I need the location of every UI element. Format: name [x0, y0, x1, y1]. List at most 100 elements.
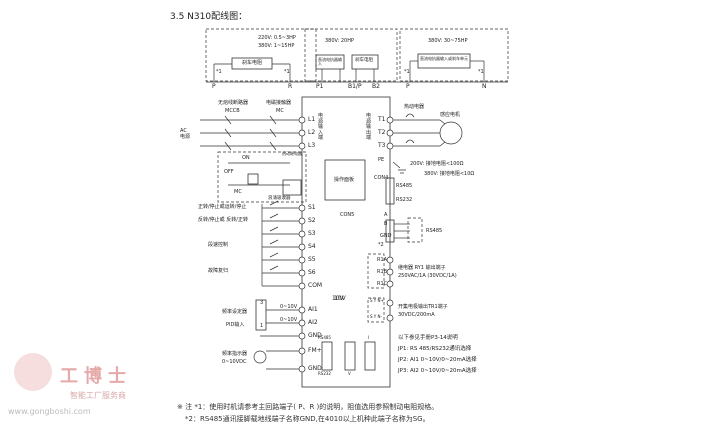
- oc-label: 开集电极输出TR1端子: [398, 304, 448, 310]
- pin-b2: B2: [372, 83, 380, 90]
- rs485-gnd: GND: [380, 233, 392, 239]
- power-output-label: 电源输出端: [366, 113, 372, 141]
- pin-p: P: [212, 83, 216, 90]
- ground-380v: 380V: 接地电阻<10Ω: [424, 171, 475, 177]
- freq-setter-label: 频率设定器: [222, 309, 248, 315]
- pe-label: PE: [378, 157, 385, 163]
- freq-meter-label: 频率指示器: [222, 351, 248, 357]
- jp-rs232: RS232: [318, 371, 331, 376]
- pin-n: N: [482, 83, 487, 90]
- jp-title: 以下参见手册P3-14说明: [398, 335, 458, 341]
- watermark-sub: 智能工厂服务商: [70, 391, 126, 400]
- thermal-relay-left: 热动继电器: [282, 151, 302, 156]
- input-terminals: [298, 116, 306, 150]
- relay-terminals: [386, 256, 394, 288]
- term-t1: T1: [378, 116, 386, 123]
- relay-rating: 250VAC/1A (30VDC/1A): [398, 273, 457, 279]
- term-10v: 10V: [332, 295, 344, 302]
- box1-note-left: *1: [216, 69, 222, 75]
- box3-spec1: 380V: 30~75HP: [428, 38, 468, 44]
- note-1: ※ 注 *1：使用时机请参考主回路端子( P、R )的说明，阻值选用参照制动电阻…: [177, 403, 439, 411]
- term-gnd2: GND: [308, 365, 322, 372]
- freq-meter-range: 0~10VDC: [222, 359, 247, 365]
- term-s3: S3: [308, 230, 316, 237]
- motor-label: 感应电机: [440, 112, 461, 118]
- note-2: *2：RS485通讯接脚载地线端子名称GND,在4010以上机种此端子名称为SG…: [185, 415, 430, 423]
- jp3-desc: JP3: AI2 0~10V/0~20mA选择: [398, 368, 477, 374]
- term-ai1: AI1: [308, 306, 318, 313]
- on-label: ON: [242, 155, 250, 161]
- ground-200v: 200V: 接地电阻<100Ω: [410, 161, 464, 167]
- box3-note-left: *1: [404, 69, 410, 75]
- term-r1a: R1A: [377, 257, 388, 263]
- term-s6: S6: [308, 269, 316, 276]
- jp1-desc: JP1: RS 485/RS232通讯选择: [398, 346, 472, 352]
- mccb: MCCB: [225, 108, 240, 114]
- brake-resistor-1: [231, 57, 273, 70]
- off-label: OFF: [224, 169, 234, 175]
- input-switches: [261, 200, 299, 287]
- term-t2: T2: [378, 129, 386, 136]
- oc-rating: 30VDC/200mA: [398, 312, 435, 318]
- term-s5: S5: [308, 256, 316, 263]
- term-s1: S1: [308, 204, 316, 211]
- motor-symbol: [439, 121, 463, 145]
- thermal-relay-right: 热动电器: [404, 104, 425, 110]
- pot-pin-1: 1: [260, 323, 264, 329]
- dc-reactor-box: [315, 54, 345, 70]
- ai2-hint: 0~10V: [280, 317, 298, 323]
- jp-i: I: [368, 335, 370, 340]
- pin-p1: P1: [316, 83, 324, 90]
- term-s4: S4: [308, 243, 316, 250]
- top-box-3: [399, 28, 509, 82]
- box1-spec1: 220V: 0.5~3HP: [258, 35, 296, 41]
- box2-part-b: 刹车电阻: [355, 58, 373, 63]
- brake-resistor-2: [351, 54, 379, 70]
- s2-label: 反转/停止或 反转/正转: [198, 217, 248, 223]
- operation-panel: [324, 159, 366, 201]
- rs485-a: A: [384, 212, 388, 218]
- box3-note-right: *1: [478, 69, 484, 75]
- pin-b1p: B1/P: [348, 83, 362, 90]
- pin-p2: P: [406, 83, 410, 90]
- ac-source: AC 电源: [180, 128, 191, 140]
- page-title: 3.5 N310配线图：: [170, 12, 248, 22]
- mccb-label: 无熔线断路器: [218, 100, 249, 106]
- s1-label: 正转/停止或运转/停止: [198, 204, 247, 210]
- pot-pin-3: 3: [260, 300, 264, 306]
- term-l3: L3: [308, 142, 316, 149]
- s5-label: 故障复归: [208, 268, 229, 274]
- term-l2: L2: [308, 129, 316, 136]
- potentiometer: [255, 299, 267, 331]
- jp2-desc: JP2: AI1 0~10V/0~20mA选择: [398, 357, 477, 363]
- digital-input-terminals: [298, 204, 306, 290]
- top-box-2: [304, 28, 398, 82]
- box3-part: 直流电抗器输入或刹车单元: [420, 56, 468, 61]
- term-gnd1: GND: [308, 332, 322, 339]
- surge-absorber: 浪涌吸收器: [268, 196, 291, 201]
- con5-label: CON5: [340, 212, 355, 218]
- term-t3: T3: [378, 142, 386, 149]
- power-input-label: 电源输入端: [318, 113, 324, 141]
- term-com: COM: [308, 282, 323, 289]
- rs232-port: RS232: [396, 197, 413, 203]
- output-terminals: [386, 116, 394, 150]
- watermark-text: 工博士: [60, 366, 132, 387]
- ai1-hint: 0~10V: [280, 304, 298, 310]
- freq-meter-symbol: [253, 350, 267, 364]
- mc-contactor-label: 电磁接触器: [266, 100, 292, 106]
- term-syn-minus: S Y N-: [370, 314, 382, 319]
- rs485-port: RS485: [396, 183, 413, 189]
- term-s2: S2: [308, 217, 316, 224]
- rs485-b: B: [384, 221, 388, 227]
- term-r1c: R1C: [377, 281, 388, 287]
- term-r1b: R1B: [377, 269, 388, 275]
- term-syn-plus: S Y N+: [370, 298, 384, 303]
- mc-label: MC: [276, 108, 284, 114]
- jp-v: V: [348, 371, 351, 376]
- pid-input-label: PID输入: [226, 322, 245, 328]
- con4-connector: [385, 177, 395, 205]
- inverter-10v-label: 10V: [334, 295, 346, 302]
- box1-note-right: *1: [284, 69, 290, 75]
